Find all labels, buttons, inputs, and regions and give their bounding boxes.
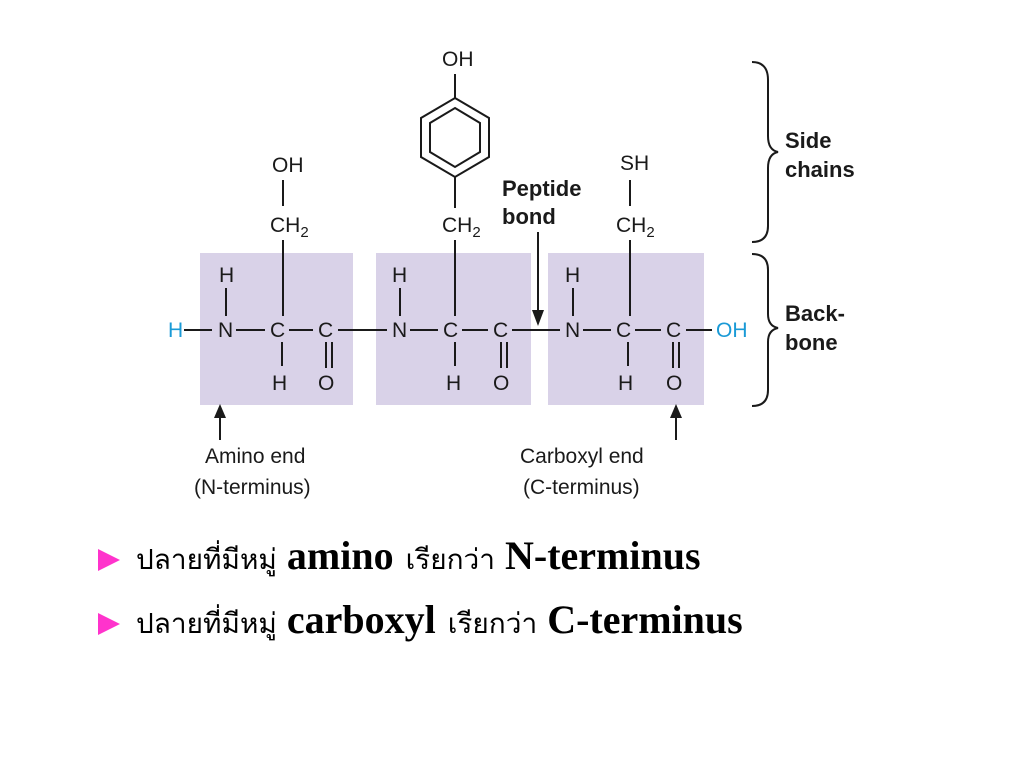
svg-text:H: H: [219, 264, 234, 287]
peptide-structure-diagram: OH CH2 OH CH2 SH CH2 H H H H N C C N C C…: [168, 48, 855, 499]
bullet-list: ปลายที่มีหมู่ amino เรียกว่า N-terminus …: [98, 532, 998, 660]
svg-text:H: H: [618, 372, 633, 395]
residue-box-1: [200, 253, 353, 405]
carboxyl-end-label: Carboxyl end: [520, 445, 644, 468]
amino-terminal-h: H: [168, 319, 183, 342]
svg-text:H: H: [392, 264, 407, 287]
peptide-arrow-icon: [532, 310, 544, 326]
svg-text:H: H: [272, 372, 287, 395]
side-chains-label-1: Side: [785, 128, 831, 153]
svg-text:H: H: [565, 264, 580, 287]
svg-text:N: N: [392, 319, 407, 342]
backbone-label-1: Back-: [785, 301, 845, 326]
svg-text:H: H: [446, 372, 461, 395]
c-terminus-label: (C-terminus): [523, 476, 640, 499]
svg-text:O: O: [666, 372, 682, 395]
svg-text:C: C: [318, 319, 333, 342]
backbone-brace-icon: [751, 253, 779, 407]
n-terminus-label: (N-terminus): [194, 476, 311, 499]
sidechain-2-ch2: CH2: [442, 214, 481, 241]
svg-text:C: C: [270, 319, 285, 342]
side-chains-label-2: chains: [785, 157, 855, 182]
svg-text:C: C: [443, 319, 458, 342]
svg-text:O: O: [318, 372, 334, 395]
amino-end-arrow-icon: [214, 404, 226, 418]
residue-box-2: [376, 253, 531, 405]
residue-box-3: [548, 253, 704, 405]
svg-text:N: N: [565, 319, 580, 342]
bullet-arrow-icon: [98, 613, 120, 635]
sidechain-2-oh: OH: [442, 48, 474, 71]
svg-text:C: C: [616, 319, 631, 342]
sidechain-1-ch2: CH2: [270, 214, 309, 241]
backbone-label-2: bone: [785, 330, 838, 355]
carboxyl-end-arrow-icon: [670, 404, 682, 418]
svg-text:N: N: [218, 319, 233, 342]
bullet-carboxyl: ปลายที่มีหมู่ carboxyl เรียกว่า C-termin…: [98, 596, 998, 660]
sidechain-3-sh: SH: [620, 152, 649, 175]
svg-text:O: O: [493, 372, 509, 395]
svg-text:C: C: [493, 319, 508, 342]
sidechain-3-ch2: CH2: [616, 214, 655, 241]
amino-end-label: Amino end: [205, 445, 305, 468]
sidechain-1-oh: OH: [272, 154, 304, 177]
peptide-bond-label-1: Peptide: [502, 176, 581, 201]
svg-text:C: C: [666, 319, 681, 342]
bullet-arrow-icon: [98, 549, 120, 571]
bullet-amino: ปลายที่มีหมู่ amino เรียกว่า N-terminus: [98, 532, 998, 596]
peptide-bond-label-2: bond: [502, 204, 556, 229]
benzene-ring-icon: [420, 96, 490, 179]
carboxyl-terminal-oh: OH: [716, 319, 748, 342]
side-chains-brace-icon: [751, 61, 779, 243]
